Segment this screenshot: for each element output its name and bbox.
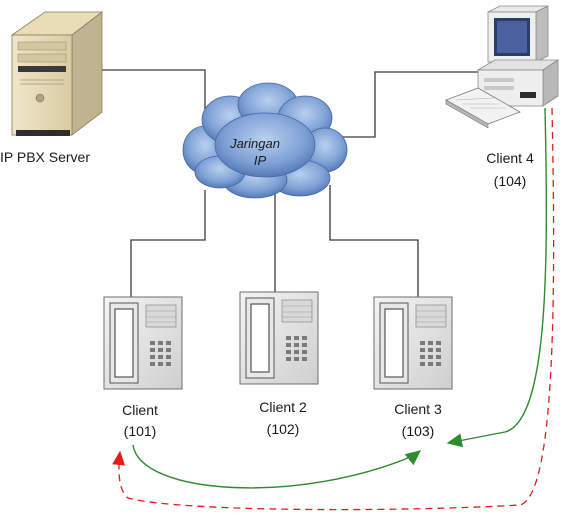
cloud-label-line1: Jaringan xyxy=(229,136,280,151)
ip-phone-icon xyxy=(373,296,453,390)
link-client1-cloud xyxy=(130,190,206,297)
phone-client1 xyxy=(103,296,183,390)
link-server-cloud xyxy=(98,69,206,110)
client1-ext: (101) xyxy=(124,423,157,439)
client3-name: Client 3 xyxy=(394,401,442,417)
phone-client2 xyxy=(239,291,319,385)
cloud-icon: Jaringan IP xyxy=(182,82,348,199)
phone-client3 xyxy=(373,296,453,390)
call-arrow-client4-to-client3 xyxy=(446,107,548,448)
client4-name: Client 4 xyxy=(486,150,534,166)
ip-phone-icon xyxy=(103,296,183,390)
link-client3-cloud xyxy=(329,185,419,297)
desktop-computer-icon xyxy=(445,5,560,129)
ip-phone-icon xyxy=(239,291,319,385)
call-arrow-client4-to-client1 xyxy=(112,107,555,511)
server-label: IP PBX Server xyxy=(0,149,90,165)
server-tower-icon xyxy=(10,11,104,136)
client2-name: Client 2 xyxy=(259,399,307,415)
network-links xyxy=(98,69,480,297)
cloud-label-line2: IP xyxy=(254,153,267,168)
client3-ext: (103) xyxy=(402,423,435,439)
link-client4-cloud xyxy=(330,71,480,138)
call-arrow-client1-to-client3 xyxy=(132,444,422,489)
client1-name: Client xyxy=(122,402,158,418)
client2-ext: (102) xyxy=(267,421,300,437)
client4-ext: (104) xyxy=(494,173,527,189)
